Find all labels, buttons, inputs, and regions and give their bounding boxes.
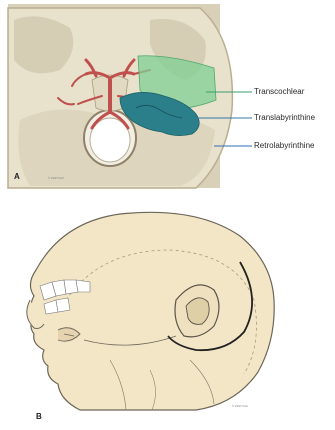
ear-inner bbox=[186, 298, 209, 325]
panel-b-signature: © 2017 Fell bbox=[232, 404, 247, 408]
panel-b-illustration bbox=[27, 212, 274, 410]
panel-a-signature: © 2017 Fell bbox=[48, 176, 63, 180]
callout-transcochlear: Transcochlear bbox=[254, 87, 304, 96]
panel-b-label: B bbox=[36, 412, 42, 421]
head-outline bbox=[30, 212, 274, 410]
callout-retrolabyrinthine: Retrolabyrinthine bbox=[254, 141, 314, 150]
callout-translabyrinthine: Translabyrinthine bbox=[254, 113, 315, 122]
middle-fossa-left bbox=[14, 16, 73, 73]
panel-a-illustration bbox=[8, 4, 252, 188]
panel-a-label: A bbox=[14, 172, 20, 181]
